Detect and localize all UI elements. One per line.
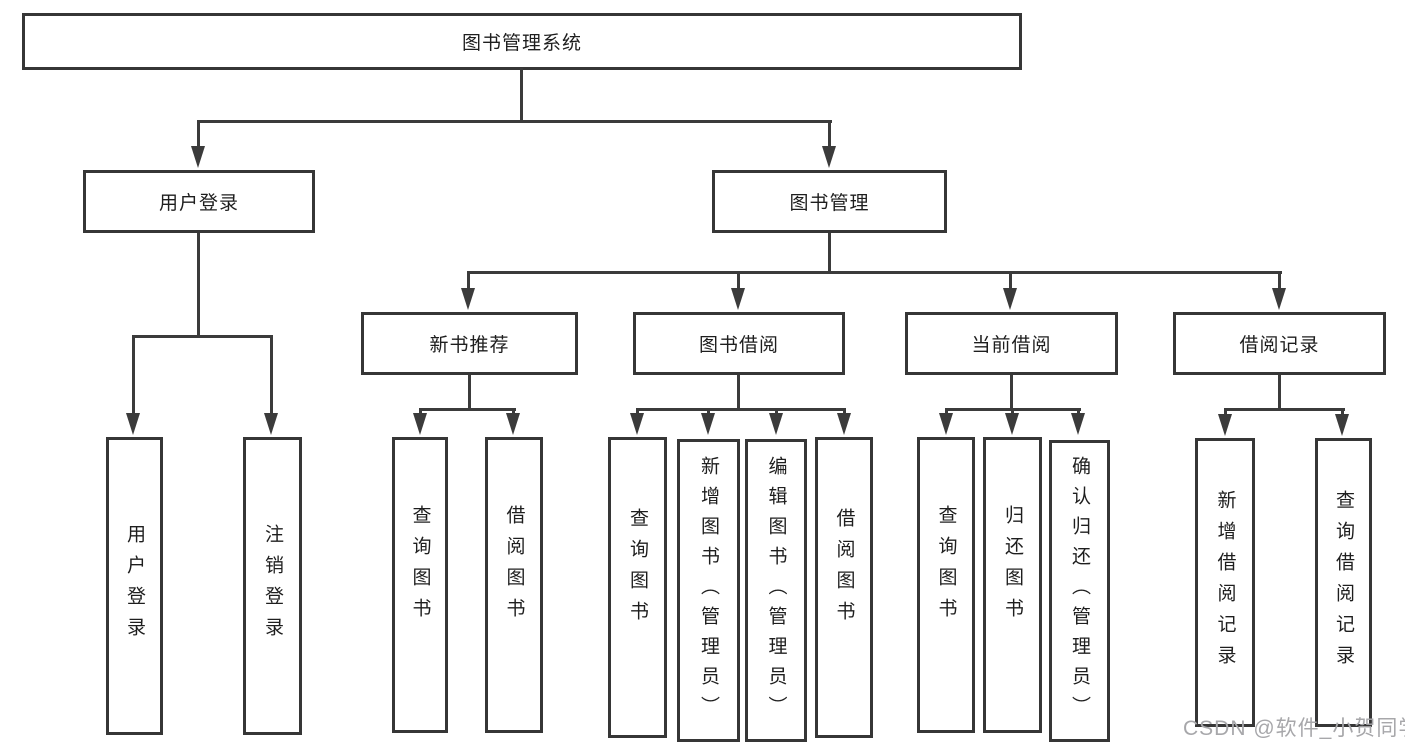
connector-line [468,375,471,410]
arrowhead-icon [822,146,836,168]
leaf-recommend-borrow-books: 借阅图书 [485,437,543,733]
connector-line [419,408,516,411]
connector-line [1224,408,1227,416]
arrowhead-icon [1335,414,1349,436]
connector-line [843,408,846,416]
arrowhead-icon [1003,288,1017,310]
arrowhead-icon [837,413,851,435]
connector-line [1077,408,1080,416]
connector-line [1010,375,1013,410]
connector-line [520,68,523,122]
connector-line [775,408,778,416]
arrowhead-icon [731,288,745,310]
connector-line [828,233,831,274]
arrowhead-icon [630,413,644,435]
connector-line [707,408,710,416]
arrowhead-icon [1071,413,1085,435]
leaf-return-books-label: 归还图书 [1002,505,1023,629]
leaf-query-borrow-record-label: 查询借阅记录 [1333,489,1354,676]
connector-line [197,233,200,338]
node-user-login: 用户登录 [83,170,315,233]
watermark: CSDN @软件_小贺同学 [1183,717,1405,740]
node-borrow-records: 借阅记录 [1173,312,1386,375]
leaf-confirm-return-admin-label: 确认归还（管理员） [1069,456,1090,726]
connector-line [512,408,515,416]
node-root-label: 图书管理系统 [461,33,582,54]
connector-line [1278,271,1281,291]
leaf-query-borrow-record: 查询借阅记录 [1315,438,1372,727]
leaf-user-login: 用户登录 [106,437,163,735]
leaf-edit-books-admin: 编辑图书（管理员） [745,439,807,742]
leaf-recommend-query-books: 查询图书 [392,437,448,733]
leaf-borrow-query-books-label: 查询图书 [627,507,648,632]
connector-line [132,335,273,338]
node-new-book-recommend-label: 新书推荐 [429,335,510,356]
connector-line [945,408,948,416]
leaf-borrow-query-books: 查询图书 [608,437,667,738]
node-book-borrow-label: 图书借阅 [698,335,779,356]
node-root: 图书管理系统 [22,13,1022,70]
connector-line [636,408,639,416]
arrowhead-icon [264,413,278,435]
connector-line [270,335,273,415]
arrowhead-icon [1005,413,1019,435]
arrowhead-icon [769,413,783,435]
node-current-borrow: 当前借阅 [905,312,1118,375]
connector-line [828,120,831,150]
connector-line [132,335,135,415]
arrowhead-icon [506,413,520,435]
node-current-borrow-label: 当前借阅 [971,335,1052,356]
arrowhead-icon [701,413,715,435]
connector-line [636,408,846,411]
connector-line [197,120,200,150]
connector-line [1341,408,1344,416]
leaf-borrow-borrow-books-label: 借阅图书 [833,507,855,632]
node-user-login-label: 用户登录 [158,193,239,214]
connector-line [197,120,832,123]
arrowhead-icon [1272,288,1286,310]
connector-line [737,271,740,291]
leaf-recommend-borrow-books-label: 借阅图书 [503,505,525,629]
node-book-borrow: 图书借阅 [633,312,845,375]
connector-line [419,408,422,416]
leaf-current-query-books-label: 查询图书 [935,505,957,629]
connector-line [1278,375,1281,410]
leaf-add-books-admin-label: 新增图书（管理员） [698,455,719,726]
node-new-book-recommend: 新书推荐 [361,312,578,375]
leaf-user-login-label: 用户登录 [124,524,145,648]
connector-line [737,375,740,410]
node-book-management: 图书管理 [712,170,947,233]
leaf-add-books-admin: 新增图书（管理员） [677,439,740,742]
leaf-current-query-books: 查询图书 [917,437,975,733]
connector-line [467,271,470,291]
arrowhead-icon [939,413,953,435]
connector-line [1009,271,1012,291]
connector-line [1011,408,1014,416]
leaf-return-books: 归还图书 [983,437,1042,733]
arrowhead-icon [413,413,427,435]
leaf-confirm-return-admin: 确认归还（管理员） [1049,440,1110,742]
connector-line [467,271,1282,274]
leaf-borrow-borrow-books: 借阅图书 [815,437,873,738]
leaf-edit-books-admin-label: 编辑图书（管理员） [765,455,787,726]
leaf-add-borrow-record: 新增借阅记录 [1195,438,1255,727]
leaf-recommend-query-books-label: 查询图书 [409,505,431,629]
arrowhead-icon [191,146,205,168]
node-book-management-label: 图书管理 [789,193,870,214]
connector-line [1224,408,1345,411]
arrowhead-icon [1218,414,1232,436]
leaf-add-borrow-record-label: 新增借阅记录 [1214,489,1236,676]
leaf-logout-label: 注销登录 [262,524,283,648]
leaf-logout: 注销登录 [243,437,302,735]
arrowhead-icon [126,413,140,435]
arrowhead-icon [461,288,475,310]
node-borrow-records-label: 借阅记录 [1239,335,1320,356]
